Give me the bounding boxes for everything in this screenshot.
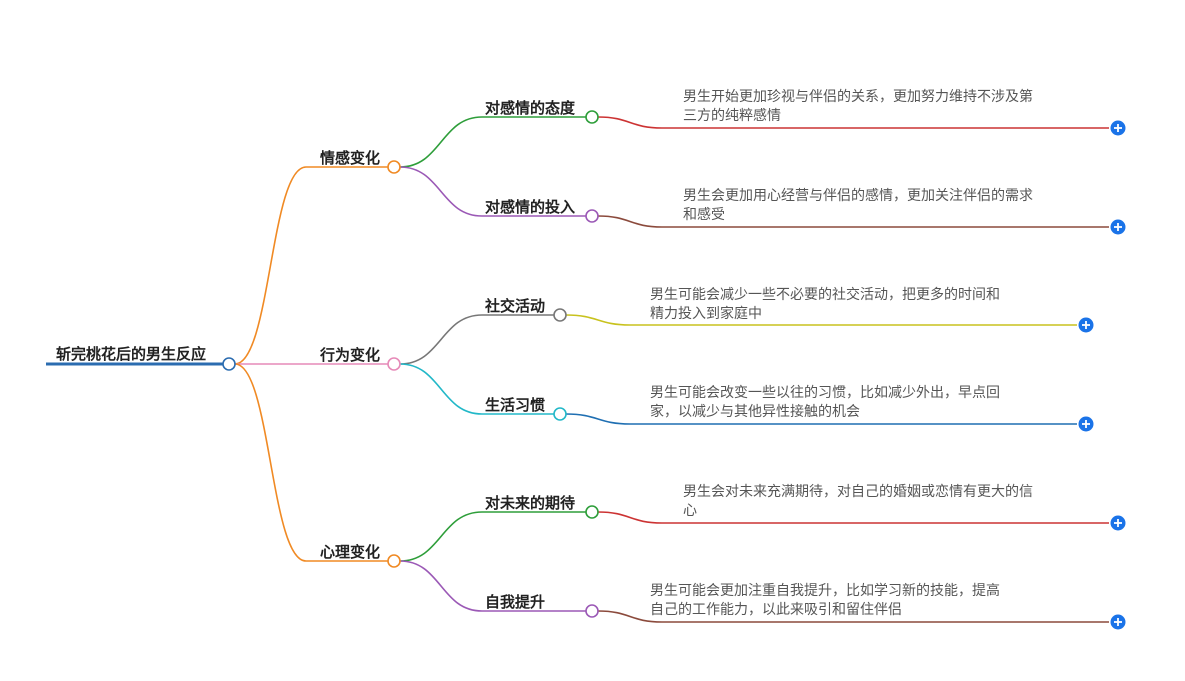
sub-node-collapse-toggle[interactable] xyxy=(585,110,599,124)
edge-branch-to-sub xyxy=(399,314,483,365)
leaf-text-self-improvement[interactable]: 男生可能会更加注重自我提升，比如学习新的技能，提高 自己的工作能力，以此来吸引和… xyxy=(650,582,1000,620)
branch-label-emotion[interactable]: 情感变化 xyxy=(320,149,381,167)
sub-node-collapse-toggle[interactable] xyxy=(553,407,567,421)
sub-label-self-improvement[interactable]: 自我提升 xyxy=(485,593,546,611)
leaf-text-social[interactable]: 男生可能会减少一些不必要的社交活动，把更多的时间和 精力投入到家庭中 xyxy=(650,286,1000,324)
leaf-text-future[interactable]: 男生会对未来充满期待，对自己的婚姻或恋情有更大的信 心 xyxy=(683,483,1033,521)
branch-node-collapse-toggle[interactable] xyxy=(387,357,401,371)
branch-node-collapse-toggle[interactable] xyxy=(387,554,401,568)
edge-sub-to-leaf xyxy=(565,413,631,425)
sub-label-habits[interactable]: 生活习惯 xyxy=(485,396,546,414)
root-node-label[interactable]: 斩完桃花后的男生反应 xyxy=(56,345,207,363)
edge-root-to-branch xyxy=(234,363,307,562)
branch-label-behavior[interactable]: 行为变化 xyxy=(320,346,381,364)
edge-branch-to-sub xyxy=(399,560,483,612)
leaf-line: 家，以减少与其他异性接触的机会 xyxy=(650,404,860,420)
edge-sub-to-leaf xyxy=(597,511,663,524)
leaf-line: 男生开始更加珍视与伴侣的关系，更加努力维持不涉及第 xyxy=(683,89,1033,105)
leaf-line: 男生可能会减少一些不必要的社交活动，把更多的时间和 xyxy=(650,287,1000,303)
edge-sub-to-leaf xyxy=(597,610,663,623)
sub-node-collapse-toggle[interactable] xyxy=(585,604,599,618)
leaf-line: 三方的纯粹感情 xyxy=(683,108,781,124)
leaf-text-habits[interactable]: 男生可能会改变一些以往的习惯，比如减少外出，早点回 家，以减少与其他异性接触的机… xyxy=(650,384,1000,422)
edge-branch-to-sub xyxy=(399,116,483,168)
sub-label-investment[interactable]: 对感情的投入 xyxy=(485,198,576,216)
root-node-collapse-toggle[interactable] xyxy=(222,357,236,371)
leaf-line: 心 xyxy=(683,503,697,519)
leaf-text-investment[interactable]: 男生会更加用心经营与伴侣的感情，更加关注伴侣的需求 和感受 xyxy=(683,187,1033,225)
leaf-line: 和感受 xyxy=(683,207,725,223)
branch-label-psychology[interactable]: 心理变化 xyxy=(320,543,381,561)
leaf-line: 男生可能会更加注重自我提升，比如学习新的技能，提高 xyxy=(650,583,1000,599)
edge-branch-to-sub xyxy=(399,166,483,217)
edge-branch-to-sub xyxy=(399,511,483,562)
edge-sub-to-leaf xyxy=(597,116,663,129)
leaf-line: 男生可能会改变一些以往的习惯，比如减少外出，早点回 xyxy=(650,385,1000,401)
edge-sub-to-leaf xyxy=(597,215,663,228)
leaf-line: 自己的工作能力，以此来吸引和留住伴侣 xyxy=(650,602,902,618)
sub-node-collapse-toggle[interactable] xyxy=(585,209,599,223)
leaf-text-attitude[interactable]: 男生开始更加珍视与伴侣的关系，更加努力维持不涉及第 三方的纯粹感情 xyxy=(683,88,1033,126)
leaf-line: 男生会对未来充满期待，对自己的婚姻或恋情有更大的信 xyxy=(683,484,1033,500)
sub-label-future[interactable]: 对未来的期待 xyxy=(485,494,576,512)
branch-node-collapse-toggle[interactable] xyxy=(387,160,401,174)
sub-node-collapse-toggle[interactable] xyxy=(553,308,567,322)
sub-node-collapse-toggle[interactable] xyxy=(585,505,599,519)
leaf-line: 男生会更加用心经营与伴侣的感情，更加关注伴侣的需求 xyxy=(683,188,1033,204)
edge-sub-to-leaf xyxy=(565,314,631,326)
edge-root-to-branch xyxy=(234,166,307,365)
sub-label-social[interactable]: 社交活动 xyxy=(485,297,546,315)
sub-label-attitude[interactable]: 对感情的态度 xyxy=(485,99,576,117)
leaf-line: 精力投入到家庭中 xyxy=(650,306,762,322)
edge-branch-to-sub xyxy=(399,363,483,415)
